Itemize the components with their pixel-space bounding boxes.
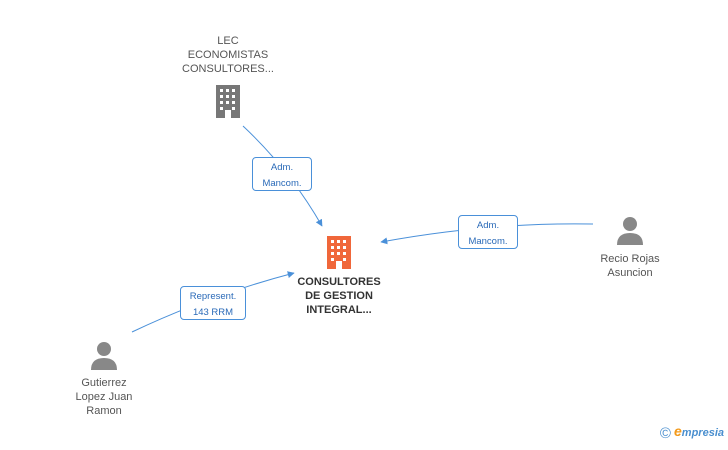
- node-recio[interactable]: [615, 215, 645, 245]
- node-label-recio[interactable]: Recio Rojas Asuncion: [600, 253, 660, 279]
- building-icon: [327, 236, 351, 269]
- brand-logo: © empresia: [660, 423, 724, 442]
- node-label-main[interactable]: CONSULTORES DE GESTION INTEGRAL...: [297, 276, 381, 316]
- edge-label-recio-main[interactable]: Adm. Mancom.: [458, 215, 518, 249]
- node-label-gutierrez[interactable]: Gutierrez Lopez Juan Ramon: [75, 377, 133, 417]
- person-icon: [91, 342, 117, 370]
- building-icon: [216, 85, 240, 118]
- node-gutierrez[interactable]: [89, 340, 119, 370]
- copyright-icon: ©: [659, 425, 671, 442]
- node-lec[interactable]: [212, 84, 244, 118]
- person-icon: [617, 217, 643, 245]
- brand-e-letter: e: [674, 423, 682, 439]
- edge-label-gutierrez-main[interactable]: Represent. 143 RRM: [180, 286, 246, 320]
- node-main[interactable]: [323, 235, 355, 269]
- node-label-lec[interactable]: LEC ECONOMISTAS CONSULTORES...: [182, 35, 274, 75]
- brand-name: mpresia: [681, 427, 724, 439]
- edge-label-lec-main[interactable]: Adm. Mancom.: [252, 157, 312, 191]
